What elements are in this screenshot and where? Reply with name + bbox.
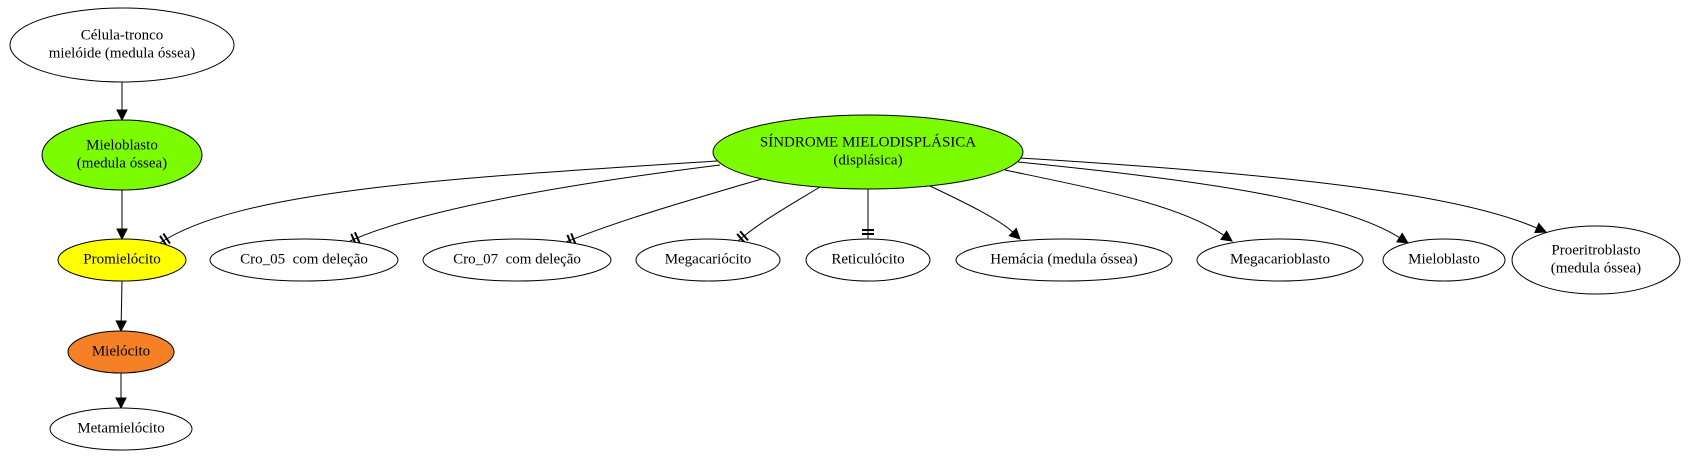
arrowhead [115,397,127,410]
edge-celula_tronco-to-mieloblasto_medula [116,82,128,122]
node-megacariocito: Megacariócito [635,238,781,282]
edge-line [565,177,766,243]
edge-promielocito-to-mielocito [115,280,128,333]
node-proeritroblasto-label: Proeritroblasto [1551,242,1640,258]
edge-sindrome-to-promielocito [159,160,718,247]
arrowhead [1220,230,1233,242]
arrowhead [116,228,128,241]
node-megacarioblasto-label: Megacarioblasto [1230,251,1330,267]
node-reticulocito-shape [805,238,931,282]
arrowhead [116,109,128,122]
node-promielocito-label: Promielócito [83,251,161,267]
node-metamielocito: Metamielócito [49,407,193,451]
edge-line [120,280,123,322]
node-metamielocito-label: Metamielócito [77,420,164,436]
tee-mark [570,233,577,245]
edge-line [737,186,821,242]
node-cro07-delecao-label: Cro_07 com deleção [453,251,581,267]
node-cro05-delecao-shape [209,238,399,282]
node-hemacia-shape [955,238,1173,282]
node-proeritroblasto-label: (medula óssea) [1551,260,1641,276]
edge-line [1004,169,1225,236]
node-mielocito-label: Mielócito [92,343,150,359]
node-sindrome-mielodisplasica: SÍNDROME MIELODISPLÁSICA (displásica) [712,114,1024,190]
node-celula-tronco: Célula-tronco mielóide (medula óssea) [9,7,235,83]
node-megacarioblasto: Megacarioblasto [1196,238,1364,282]
node-mieloblasto-medula: Mieloblasto (medula óssea) [41,119,203,191]
node-cro07-delecao-shape [422,238,612,282]
edge-sindrome-to-reticulocito [862,189,874,239]
node-promielocito-shape [57,238,187,282]
arrowhead [1534,222,1548,234]
edge-line [349,164,721,242]
edge-sindrome-to-cro05 [349,164,721,246]
node-mieloblasto-medula-label: Mieloblasto [86,137,158,153]
node-cro07-delecao: Cro_07 com deleção [422,238,612,282]
node-reticulocito: Reticulócito [805,238,931,282]
nodes-layer: Célula-tronco mielóide (medula óssea) Miel… [9,7,1681,451]
edge-sindrome-to-mieloblasto [1017,161,1409,244]
node-celula-tronco-label: Célula-tronco [81,27,163,43]
edge-line [929,185,1014,233]
node-mieloblasto-shape [1382,238,1506,282]
node-sindrome-mielodisplasica-shape [712,114,1024,190]
node-megacarioblasto-shape [1196,238,1364,282]
node-reticulocito-label: Reticulócito [831,251,904,267]
edge-line [1019,157,1538,229]
tee-mark [739,230,749,241]
node-metamielocito-shape [49,407,193,451]
node-mieloblasto-label: Mieloblasto [1408,251,1480,267]
node-hemacia-label: Hemácia (medula óssea) [990,251,1137,267]
node-sindrome-mielodisplasica-label: SÍNDROME MIELODISPLÁSICA [760,133,976,150]
arrowhead [115,320,128,333]
edge-sindrome-to-megacariocito [736,186,821,244]
node-celula-tronco-label: mielóide (medula óssea) [49,45,196,61]
edge-line [159,160,718,244]
node-cro05-delecao-label: Cro_05 com deleção [240,251,368,267]
node-proeritroblasto-shape [1511,225,1681,295]
node-mielocito-shape [67,330,175,374]
node-hemacia: Hemácia (medula óssea) [955,238,1173,282]
node-megacariocito-label: Megacariócito [665,251,752,267]
edge-mieloblasto_medula-to-promielocito [116,190,128,241]
edge-sindrome-to-megacarioblasto [1004,169,1233,242]
node-sindrome-mielodisplasica-label: (displásica) [833,152,902,168]
node-megacariocito-shape [635,238,781,282]
edge-sindrome-to-proeritroblasto [1019,157,1548,234]
node-mieloblasto-medula-label: (medula óssea) [77,155,167,171]
tee-mark [162,233,171,245]
node-mieloblasto: Mieloblasto [1382,238,1506,282]
arrowhead [1396,232,1409,244]
node-proeritroblasto: Proeritroblasto (medula óssea) [1511,225,1681,295]
node-mielocito: Mielócito [67,330,175,374]
edge-sindrome-to-cro07 [565,177,766,247]
edge-line [1017,161,1400,239]
node-promielocito: Promielócito [57,238,187,282]
node-cro05-delecao: Cro_05 com deleção [209,238,399,282]
edge-mielocito-to-metamielocito [115,373,127,410]
node-celula-tronco-shape [9,7,235,83]
edge-sindrome-to-hemacia [929,185,1021,240]
arrowhead [1008,227,1021,240]
tee-mark [353,231,361,244]
node-mieloblasto-medula-shape [41,119,203,191]
